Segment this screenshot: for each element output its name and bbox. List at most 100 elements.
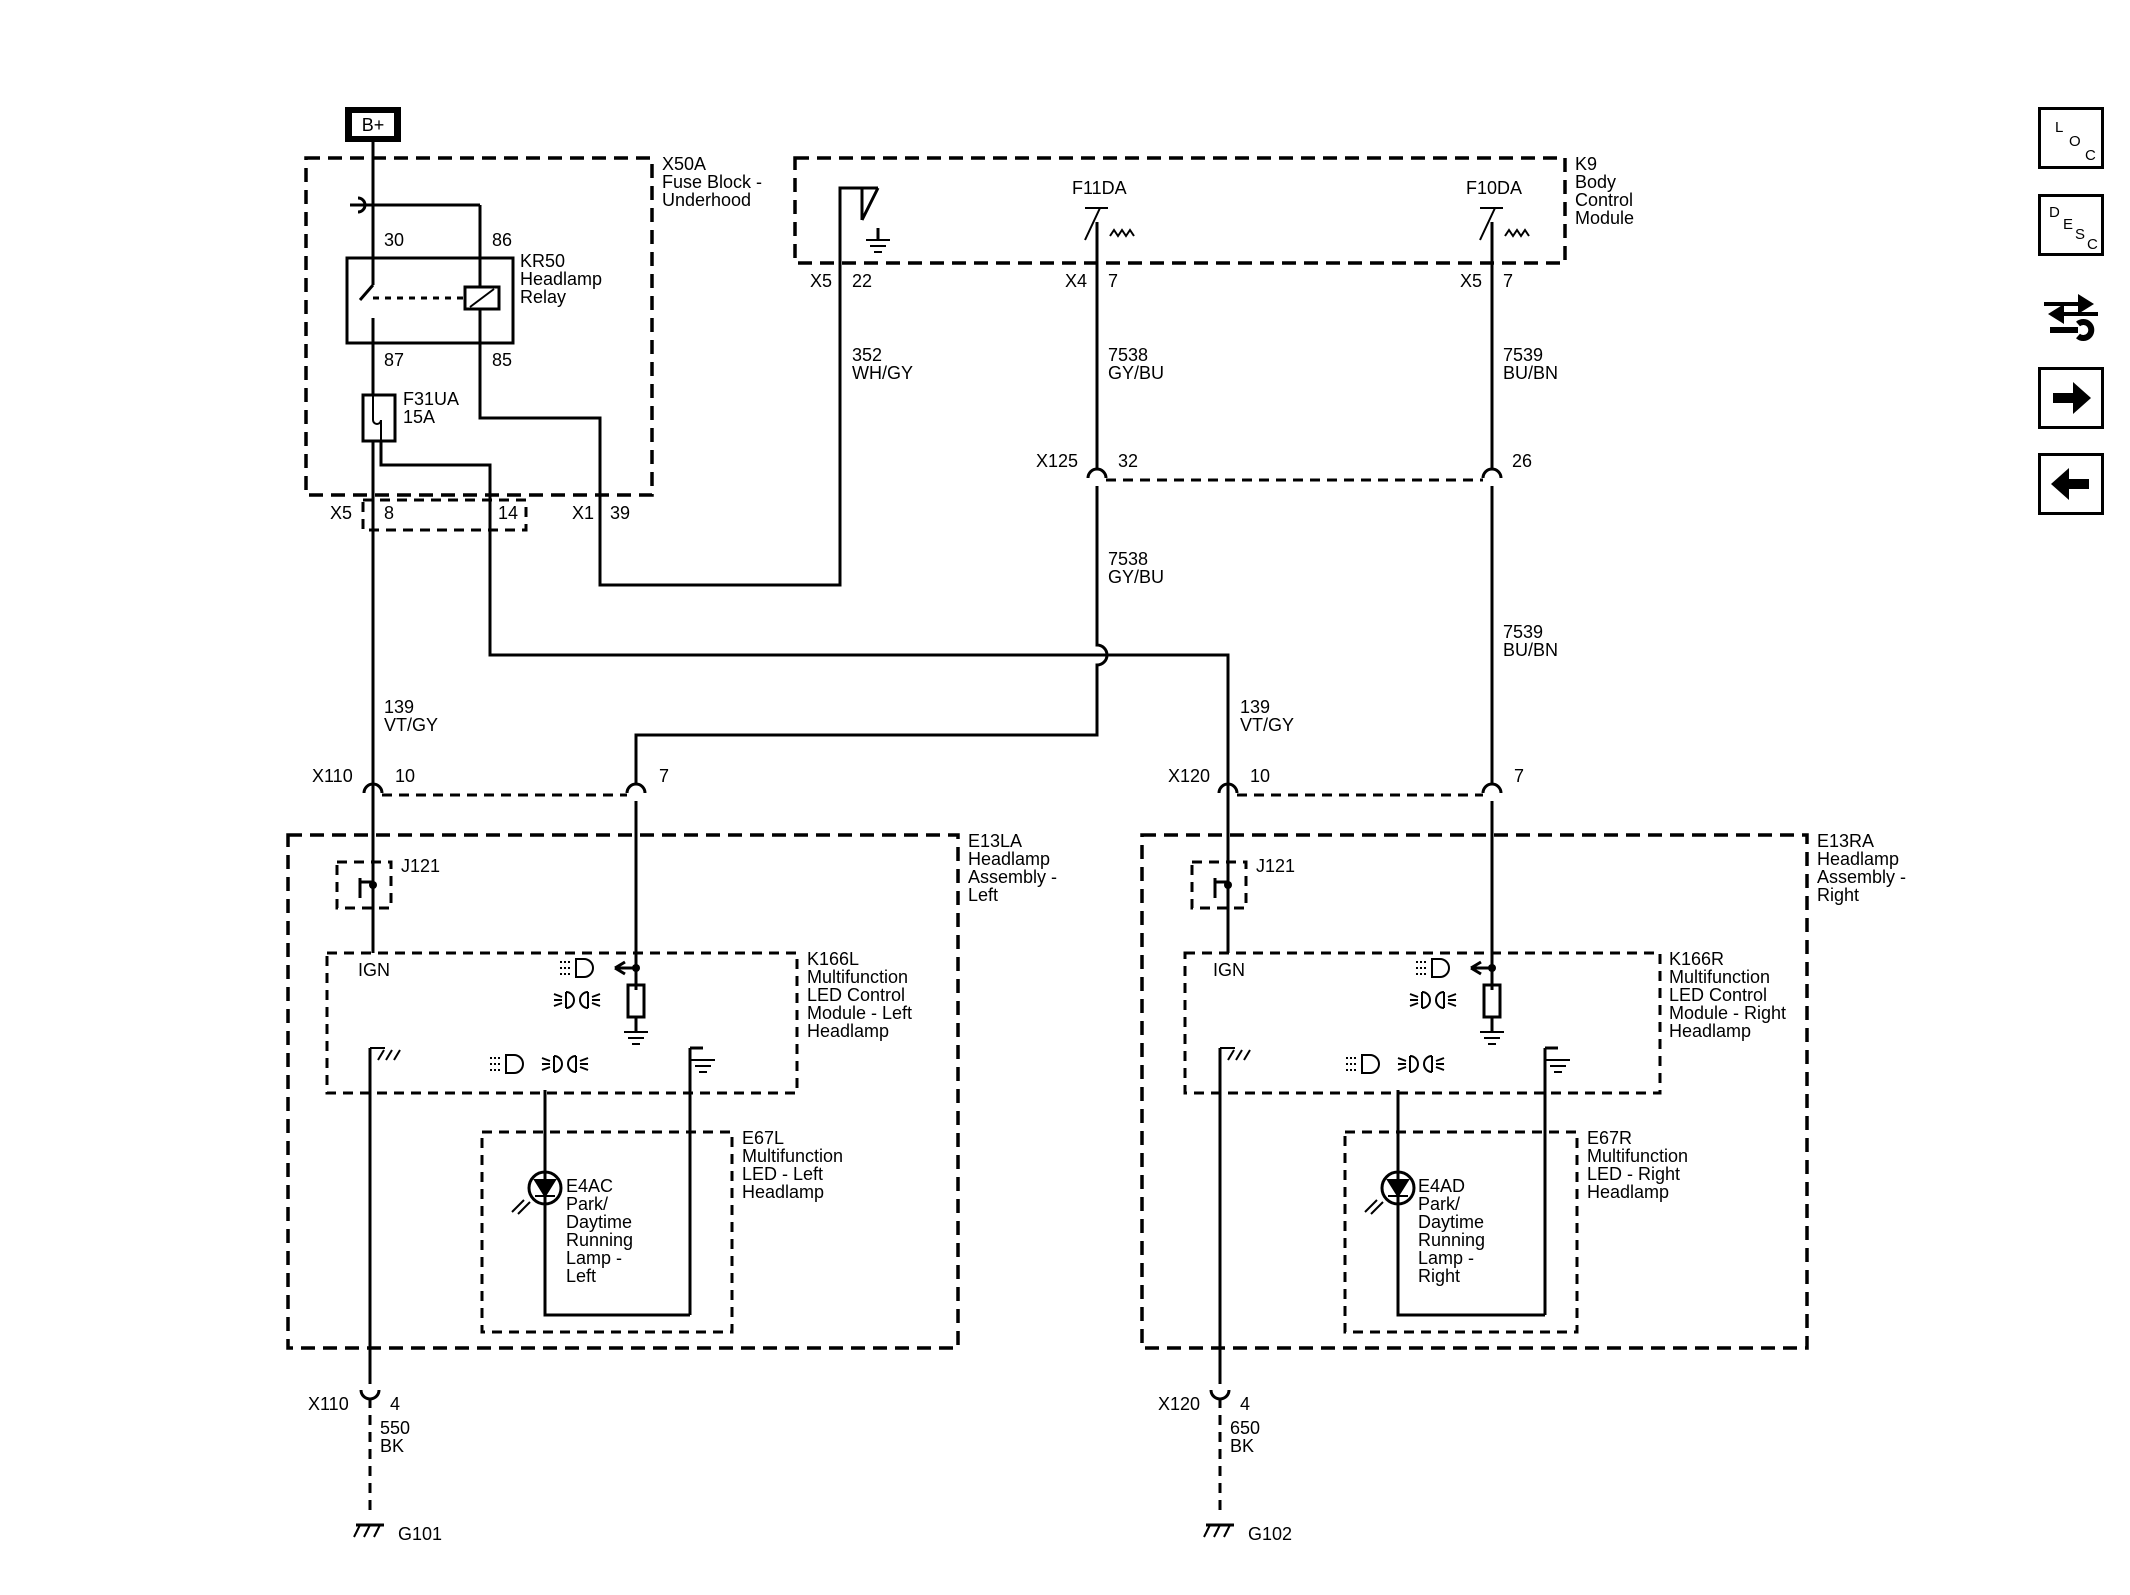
right-led-id: E67R (1587, 1128, 1632, 1148)
pwm-driver-icon (1479, 207, 1530, 241)
bcm-pin-22: 22 (852, 271, 872, 291)
ground-icon (690, 1059, 716, 1073)
arrow-left-icon (2051, 468, 2089, 500)
right-lamp-circuit (1396, 1090, 1545, 1317)
x125-pin-32-icon (1086, 467, 1108, 479)
left-lamp-name-2: Daytime (566, 1212, 632, 1232)
x120-pin-7-icon (1481, 782, 1503, 794)
wire-7539-num-1: 7539 (1503, 345, 1543, 365)
wire-352-color: WH/GY (852, 363, 913, 383)
wire-139-right (379, 441, 1230, 830)
wire-139-color-left: VT/GY (384, 715, 438, 735)
right-assembly-name-2: Assembly - (1817, 867, 1906, 887)
x120-id: X120 (1168, 766, 1210, 786)
relay-name-1: Headlamp (520, 269, 602, 289)
wire-7539-color-2: BU/BN (1503, 640, 1558, 660)
fuse-id: F31UA (403, 389, 459, 409)
desc-letter-c: C (2087, 236, 2098, 253)
right-module-name-3: Module - Right (1669, 1003, 1786, 1023)
right-assembly-id: E13RA (1817, 831, 1874, 851)
right-module-outline (1183, 951, 1662, 1095)
left-splice-outline (335, 860, 393, 910)
fuse-block-pin-14: 14 (498, 503, 518, 523)
left-led-outline (480, 1130, 734, 1334)
left-module-name-1: Multifunction (807, 967, 908, 987)
loc-button[interactable]: L O C (2038, 107, 2104, 169)
fuse-block-connector (361, 498, 528, 532)
led-lamp-icon (527, 1170, 563, 1206)
right-led-name-2: LED - Right (1587, 1164, 1680, 1184)
bcm-conn-x5: X5 (810, 271, 832, 291)
right-module-name-1: Multifunction (1669, 967, 1770, 987)
fuse-block-id: X50A (662, 154, 706, 174)
drl-icon (541, 1055, 589, 1073)
right-lamp-name-5: Right (1418, 1266, 1460, 1286)
next-button[interactable] (2038, 367, 2104, 429)
desc-button[interactable]: D E S C (2038, 194, 2104, 256)
relay-id: KR50 (520, 251, 565, 271)
loc-letter-c: C (2085, 147, 2096, 164)
arrow-right-icon (2053, 382, 2091, 414)
loc-letter-o: O (2069, 133, 2081, 150)
right-module-id: K166R (1669, 949, 1724, 969)
ground-g101: G101 (398, 1524, 442, 1544)
left-module-name-3: Module - Left (807, 1003, 912, 1023)
ground-icon (1479, 1031, 1505, 1045)
wire-550-color: BK (380, 1436, 404, 1456)
back-button[interactable] (2038, 453, 2104, 515)
x120-pin-4: 4 (1240, 1394, 1250, 1414)
bcm-pin-x5b: 7 (1503, 271, 1513, 291)
loc-letter-l: L (2055, 119, 2064, 136)
chassis-ground-icon (1220, 1047, 1251, 1061)
x110-pin-10: 10 (395, 766, 415, 786)
x120-pin-7: 7 (1514, 766, 1524, 786)
wire-7538-num-1: 7538 (1108, 345, 1148, 365)
x110-id: X110 (312, 766, 353, 786)
x110-id-bottom: X110 (308, 1394, 349, 1414)
wire-7539-color-1: BU/BN (1503, 363, 1558, 383)
x110-pin-10-icon (362, 782, 384, 794)
bcm-name-2: Control (1575, 190, 1633, 210)
relay-pin-87: 87 (384, 350, 404, 370)
wire-7538-lower (634, 486, 1109, 785)
right-splice-id: J121 (1256, 856, 1295, 876)
bcm-ground-icon (865, 239, 891, 253)
fuse-block-pin-8: 8 (384, 503, 394, 523)
right-led-name-3: Headlamp (1587, 1182, 1669, 1202)
fuse-block-outline (304, 156, 654, 497)
headlamp-icon (489, 1054, 524, 1074)
bcm-output-f11: F11DA (1072, 178, 1127, 198)
splice-icon (1213, 870, 1230, 953)
wire-139-num-left: 139 (384, 697, 414, 717)
wire-352 (478, 186, 878, 587)
desc-letter-e: E (2063, 216, 2074, 233)
wire-7538-color-2: GY/BU (1108, 567, 1164, 587)
bcm-pin-x4: 7 (1108, 271, 1118, 291)
right-lamp-name-4: Lamp - (1418, 1248, 1474, 1268)
left-lamp-name-1: Park/ (566, 1194, 608, 1214)
relay-coil-icon (463, 285, 501, 311)
wire-650-num: 650 (1230, 1418, 1260, 1438)
wire-7538-num-2: 7538 (1108, 549, 1148, 569)
right-assembly-name-1: Headlamp (1817, 849, 1899, 869)
right-lamp-name-2: Daytime (1418, 1212, 1484, 1232)
x125-pin-26-icon (1481, 467, 1503, 479)
connector-tool-icon (2044, 294, 2098, 341)
desc-letter-d: D (2049, 204, 2060, 221)
x120-pin-4-icon (1209, 1389, 1231, 1401)
bcm-output-f10: F10DA (1466, 178, 1522, 198)
right-module-name-4: Headlamp (1669, 1021, 1751, 1041)
fuse-block-x5: X5 (330, 503, 352, 523)
x120-id-bottom: X120 (1158, 1394, 1200, 1414)
relay-pin-86: 86 (492, 230, 512, 250)
connector-tool-button[interactable] (2038, 280, 2104, 342)
ground-icon (623, 1031, 649, 1045)
left-module-ign: IGN (358, 960, 390, 980)
left-led-name-1: Multifunction (742, 1146, 843, 1166)
chassis-ground-icon (370, 1047, 401, 1061)
wire-7538-color-1: GY/BU (1108, 363, 1164, 383)
right-lamp-id: E4AD (1418, 1176, 1465, 1196)
headlamp-icon (1345, 1054, 1380, 1074)
headlamp-icon (1415, 958, 1450, 978)
